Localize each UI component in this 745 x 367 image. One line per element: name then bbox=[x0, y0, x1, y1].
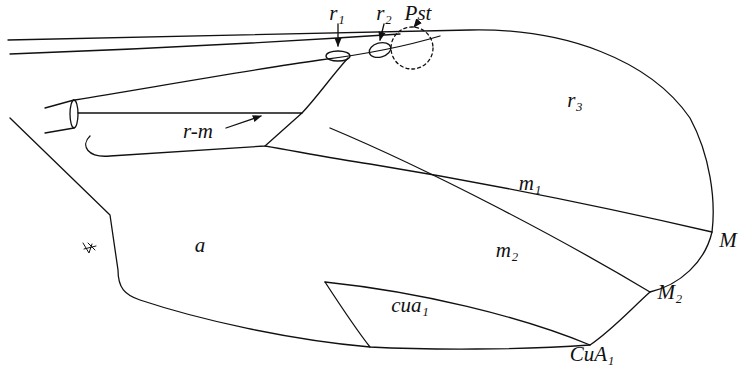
vein bbox=[330, 128, 650, 292]
cell-label: M₂ bbox=[658, 282, 683, 303]
pointer-arrow bbox=[380, 24, 384, 40]
cell-label: r-m bbox=[183, 121, 213, 142]
cell-label: r₁ bbox=[329, 3, 344, 24]
cell-label: r₂ bbox=[376, 3, 391, 24]
cell-label: r₃ bbox=[567, 90, 582, 111]
vein bbox=[75, 36, 440, 100]
cell-label: m₁ bbox=[519, 173, 541, 194]
pointer-arrow bbox=[337, 24, 338, 46]
cell-label: cua₁ bbox=[391, 295, 429, 316]
cell-label: CuA₁ bbox=[570, 343, 615, 364]
cell-label: a bbox=[195, 235, 206, 256]
cell-label: Pst bbox=[405, 2, 432, 23]
vein-base bbox=[70, 100, 78, 128]
scan-mark bbox=[83, 243, 96, 253]
vein bbox=[325, 282, 590, 345]
pointer-arrow bbox=[226, 116, 261, 128]
cell-label: m₂ bbox=[496, 240, 518, 261]
cell-label: M bbox=[719, 230, 737, 251]
vein bbox=[302, 58, 348, 113]
vein bbox=[265, 146, 712, 232]
vein bbox=[78, 113, 302, 156]
wing-margin bbox=[8, 30, 713, 349]
radial-cell bbox=[326, 51, 350, 61]
radial-cell bbox=[368, 40, 393, 59]
vein bbox=[325, 282, 370, 347]
pterostigma bbox=[391, 27, 433, 69]
